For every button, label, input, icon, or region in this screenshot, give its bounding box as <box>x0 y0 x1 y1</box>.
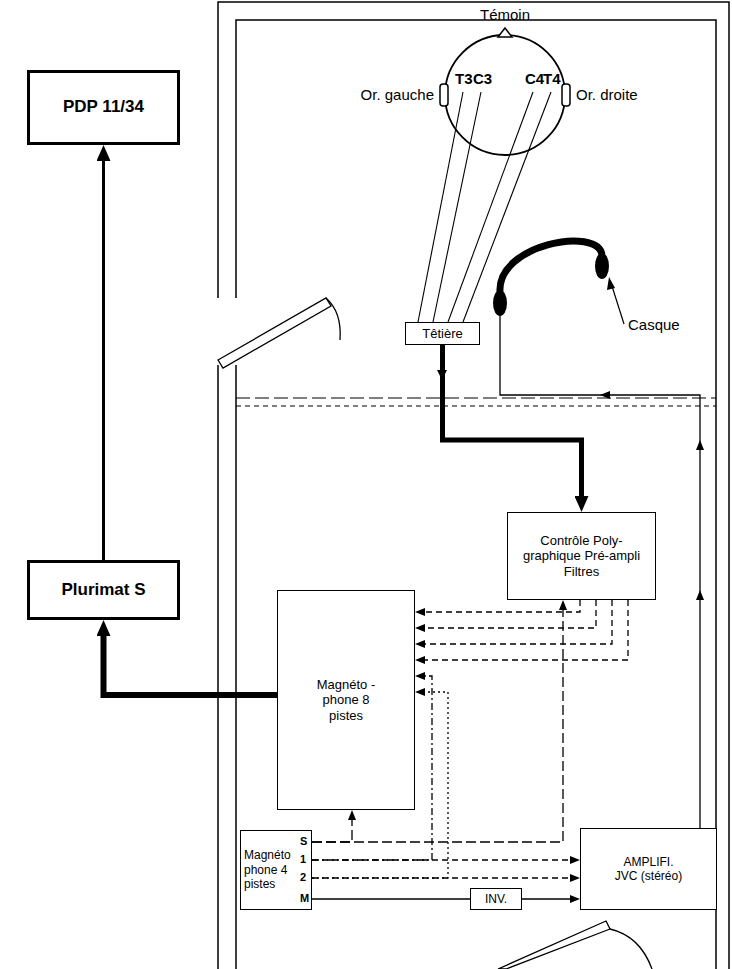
ear-label: Or. gauche <box>342 86 434 103</box>
partition-line <box>236 405 716 406</box>
track-label: M <box>300 892 309 905</box>
door-panel <box>218 298 331 368</box>
earcup <box>493 290 507 316</box>
room-walls <box>218 2 729 969</box>
signal-connector <box>312 877 570 878</box>
box-text: Têtière <box>422 326 462 342</box>
door-panel <box>498 921 610 969</box>
electrode-wires <box>418 92 551 322</box>
ear-label: Or. droite <box>576 86 638 103</box>
door-arc <box>610 929 652 969</box>
electrode-wire <box>463 92 551 322</box>
electrode-label: T4 <box>543 70 561 87</box>
electrode-wire <box>448 92 533 322</box>
signal-connector <box>425 600 580 612</box>
wire-arrowhead <box>696 590 704 600</box>
headphone-label: Casque <box>628 316 680 333</box>
box-text: Magnéto phone 4 pistes <box>244 848 295 891</box>
left-ear <box>440 84 448 106</box>
leader-arrowhead <box>607 277 615 290</box>
inverter-box: INV. <box>470 888 522 910</box>
electrode-label: T3 <box>455 70 473 87</box>
head <box>440 28 570 155</box>
box-text: Contrôle Poly- graphique Pré-ampli Filtr… <box>522 533 641 580</box>
headband <box>500 241 602 292</box>
track-label: 2 <box>300 871 306 884</box>
box-text: Magnéto -phone 8 pistes <box>308 677 384 724</box>
electrode-wire <box>433 92 481 322</box>
computer-box: PDP 11/34 <box>27 70 180 145</box>
inner-wall <box>236 20 716 969</box>
door-arc <box>326 298 340 340</box>
partition-line <box>236 397 716 398</box>
amplifier-box: AMPLIFI. JVC (stéréo) <box>580 828 717 910</box>
nose <box>498 28 512 37</box>
signal-connector <box>522 898 570 899</box>
signal-connector <box>312 898 470 899</box>
headphones <box>493 241 624 324</box>
recorder-box: Magnéto -phone 8 pistes <box>277 590 415 810</box>
interface-box: Plurimat S <box>27 560 180 620</box>
head-outline <box>445 35 565 155</box>
box-text: Plurimat S <box>61 580 145 600</box>
track-label: 1 <box>300 853 306 866</box>
polygraph-box: Contrôle Poly- graphique Pré-ampli Filtr… <box>507 512 656 600</box>
wire-arrowhead <box>696 440 704 450</box>
signal-connector <box>443 345 582 496</box>
box-text: AMPLIFI. JVC (stéréo) <box>613 855 684 884</box>
earcup <box>595 253 609 279</box>
signal-connector <box>312 859 570 860</box>
box-text: INV. <box>485 892 507 906</box>
wire-arrowhead <box>600 391 610 399</box>
track-label: S <box>300 835 307 848</box>
reference-label: Témoin <box>455 6 555 23</box>
electrode-label: C4 <box>525 70 544 87</box>
headphone-wire <box>500 316 700 828</box>
signal-connector <box>425 600 596 628</box>
electrode-label: C3 <box>473 70 492 87</box>
signal-connector <box>312 820 352 842</box>
signal-connector <box>425 600 628 660</box>
signal-connector <box>102 161 105 560</box>
headphone-wire <box>500 316 704 828</box>
headbox-box: Têtière <box>405 322 480 345</box>
signal-connector <box>425 600 612 644</box>
right-ear <box>562 84 570 106</box>
partition <box>236 398 716 406</box>
box-text: PDP 11/34 <box>63 97 144 117</box>
leader-line <box>611 283 624 324</box>
outer-wall <box>218 2 729 969</box>
signal-connector <box>104 636 278 695</box>
